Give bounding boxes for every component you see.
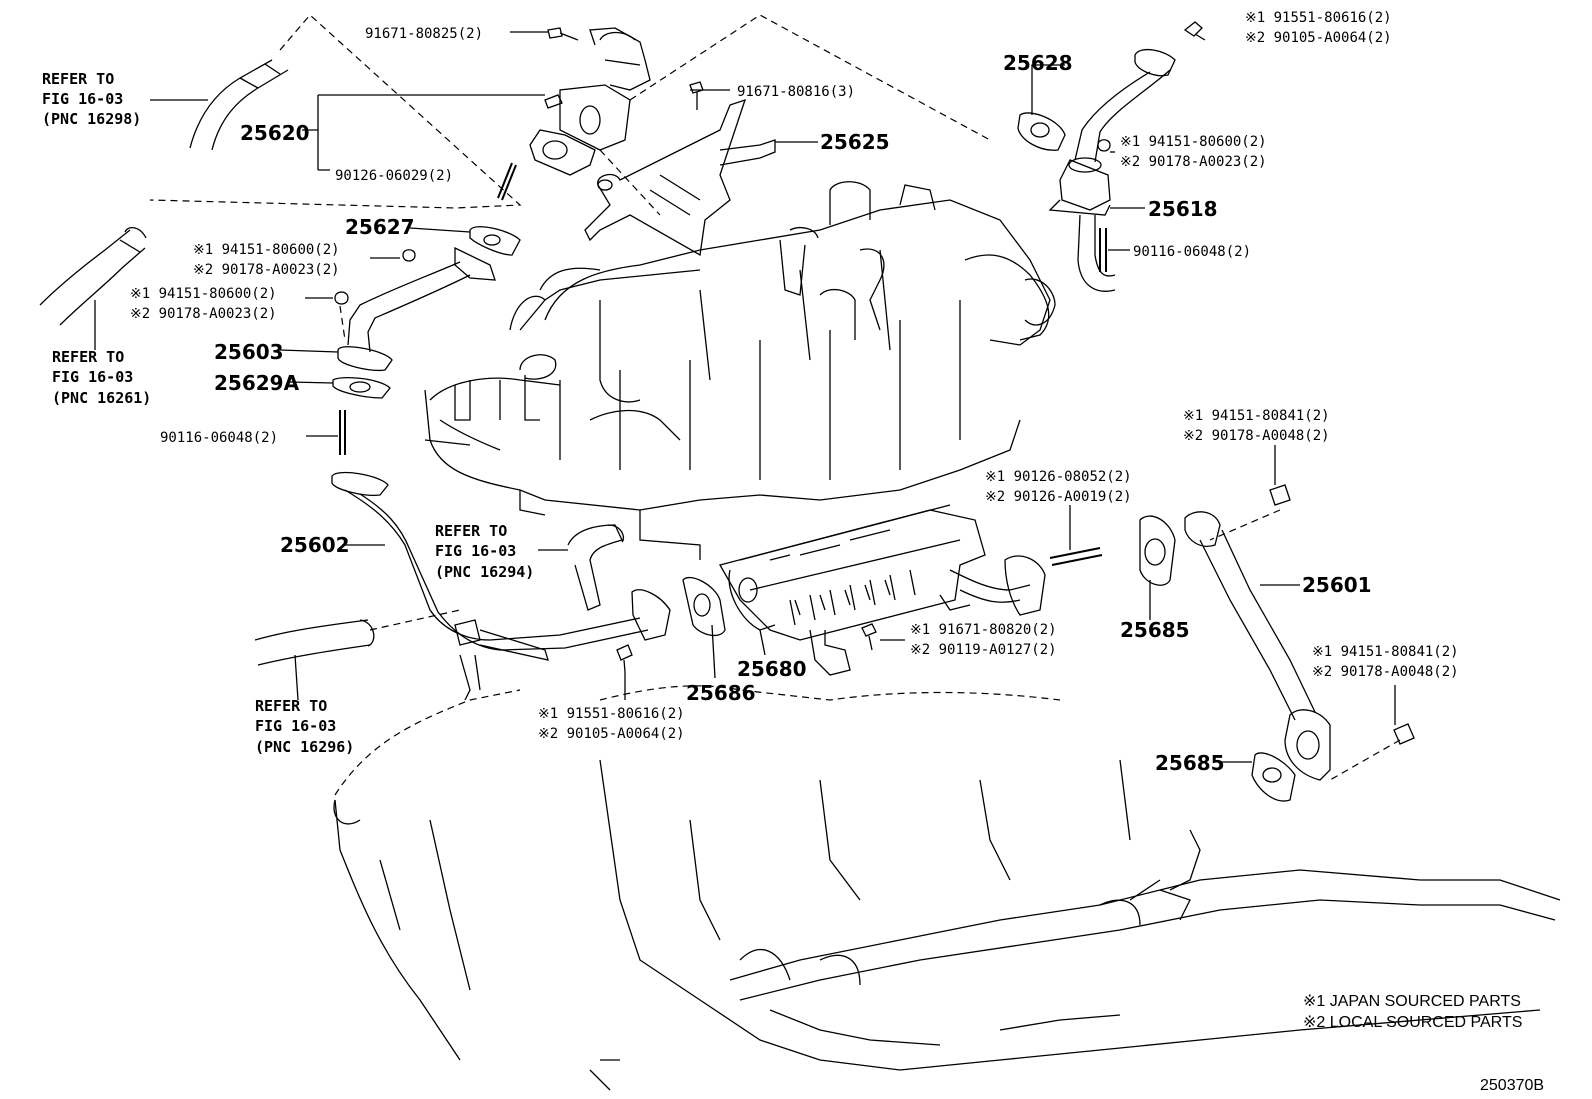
refer-to-16296-line3: (PNC 16296) <box>255 738 354 756</box>
callout-25685-lower: 25685 <box>1155 751 1225 775</box>
part-90178-A0023-right: ※2 90178-A0023(2) <box>1120 154 1267 170</box>
callout-25628: 25628 <box>1003 51 1073 75</box>
callout-25618: 25618 <box>1148 197 1218 221</box>
refer-to-16298-line2: FIG 16-03 <box>42 90 123 108</box>
part-90116-06048-right: 90116-06048(2) <box>1133 244 1251 260</box>
refer-to-16298-line3: (PNC 16298) <box>42 110 141 128</box>
part-90178-A0048-upper: ※2 90178-A0048(2) <box>1183 428 1330 444</box>
part-91671-80820: ※1 91671-80820(2) <box>910 622 1057 638</box>
refer-to-16296-line2: FIG 16-03 <box>255 717 336 735</box>
legend-local-sourced: ※2 LOCAL SOURCED PARTS <box>1303 1014 1522 1031</box>
engine-block-drawing <box>333 685 1561 1091</box>
part-90178-A0048-lower: ※2 90178-A0048(2) <box>1312 664 1459 680</box>
refer-to-16298-line1: REFER TO <box>42 70 114 88</box>
hoses-drawing <box>39 14 625 666</box>
part-90119-A0127: ※2 90119-A0127(2) <box>910 642 1057 658</box>
refer-to-16261-line2: FIG 16-03 <box>52 368 133 386</box>
labels: REFER TO FIG 16-03 (PNC 16298) REFER TO … <box>42 10 1544 1094</box>
callout-25625: 25625 <box>820 130 890 154</box>
part-91551-80616-bottom: ※1 91551-80616(2) <box>538 706 685 722</box>
part-94151-80600-right: ※1 94151-80600(2) <box>1120 134 1267 150</box>
part-94151-80600-a: ※1 94151-80600(2) <box>193 242 340 258</box>
refer-to-16261-line1: REFER TO <box>52 348 124 366</box>
callout-25627: 25627 <box>345 215 415 239</box>
intake-manifold-drawing <box>424 181 1056 560</box>
part-94151-80841-upper: ※1 94151-80841(2) <box>1183 408 1330 424</box>
part-90105-A0064-top: ※2 90105-A0064(2) <box>1245 30 1392 46</box>
leader-lines <box>94 31 1396 763</box>
part-94151-80841-lower: ※1 94151-80841(2) <box>1312 644 1459 660</box>
fastener-icons <box>334 21 1415 781</box>
refer-to-16294-line2: FIG 16-03 <box>435 542 516 560</box>
part-90126-A0019: ※2 90126-A0019(2) <box>985 489 1132 505</box>
part-90126-06029: 90126-06029(2) <box>335 168 453 184</box>
refer-to-16261-line3: (PNC 16261) <box>52 389 151 407</box>
callout-25620: 25620 <box>240 121 310 145</box>
refer-to-16294-line3: (PNC 16294) <box>435 563 534 581</box>
callout-25601: 25601 <box>1302 573 1372 597</box>
part-90178-A0023-a: ※2 90178-A0023(2) <box>193 262 340 278</box>
part-90178-A0023-b: ※2 90178-A0023(2) <box>130 306 277 322</box>
part-94151-80600-b: ※1 94151-80600(2) <box>130 286 277 302</box>
part-90126-08052: ※1 90126-08052(2) <box>985 469 1132 485</box>
egr-cooler-drawing <box>719 504 1046 676</box>
callout-25603: 25603 <box>214 340 284 364</box>
egr-valve-drawing <box>529 14 991 216</box>
pipe-25601-drawing <box>1184 511 1331 781</box>
callout-25680: 25680 <box>737 657 807 681</box>
part-90105-A0064-bottom: ※2 90105-A0064(2) <box>538 726 685 742</box>
pipes-left-drawing <box>331 226 671 701</box>
refer-to-16294-line1: REFER TO <box>435 522 507 540</box>
part-90116-06048-left: 90116-06048(2) <box>160 430 278 446</box>
part-91671-80825: 91671-80825(2) <box>365 26 483 42</box>
part-91671-80816: 91671-80816(3) <box>737 84 855 100</box>
bracket-drawing <box>584 98 776 257</box>
refer-to-16296-line1: REFER TO <box>255 697 327 715</box>
callout-25629a: 25629A <box>214 371 300 395</box>
gaskets-drawing <box>682 515 1296 802</box>
part-91551-80616-top: ※1 91551-80616(2) <box>1245 10 1392 26</box>
callout-25685-upper: 25685 <box>1120 618 1190 642</box>
callout-25686: 25686 <box>686 681 756 705</box>
legend-japan-sourced: ※1 JAPAN SOURCED PARTS <box>1303 993 1521 1010</box>
pipes-right-drawing <box>1017 48 1176 292</box>
diagram-id: 250370B <box>1480 1077 1544 1094</box>
callout-25602: 25602 <box>280 533 350 557</box>
